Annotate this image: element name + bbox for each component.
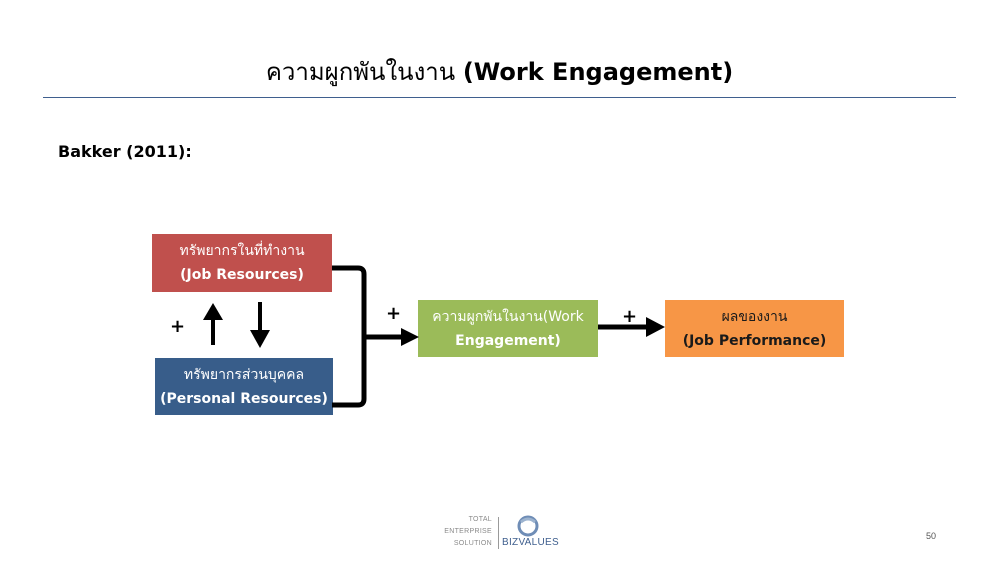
work-engagement-line1: ความผูกพันในงาน(Work [432,308,584,325]
bizvalues-logo-icon [517,515,539,537]
title-english: (Work Engagement) [462,58,734,86]
brand-name: BIZVALUES [502,537,559,548]
bracket-connector [332,265,367,408]
personal-resources-english: (Personal Resources) [160,390,328,407]
personal-resources-thai: ทรัพยากรส่วนบุคคล [183,366,305,383]
job-performance-thai: ผลของงาน [721,308,788,325]
down-arrow [250,302,270,348]
footer-divider [498,517,499,549]
plus-sign-bracket: + [386,303,402,324]
job-resources-english: (Job Resources) [180,267,304,283]
engagement-to-performance-arrow [598,317,665,337]
tagline-line2: ENTERPRISE [444,528,492,535]
work-engagement-line2: Engagement) [455,332,561,349]
plus-sign-right: + [622,306,638,327]
slide-title: ความผูกพันในงาน (Work Engagement) [0,55,999,89]
page-number: 50 [926,531,937,541]
plus-sign-left: + [170,316,186,337]
author-citation: Bakker (2011): [58,142,192,161]
job-performance-english: (Job Performance) [682,332,827,349]
tagline-line1: TOTAL [468,516,492,523]
work-engagement-box: ความผูกพันในงาน(Work Engagement) [418,300,598,357]
job-resources-box: ทรัพยากรในที่ทำงาน (Job Resources) [152,234,332,292]
tagline-line3: SOLUTION [453,540,492,547]
up-arrow [203,303,223,345]
personal-resources-box: ทรัพยากรส่วนบุคคล (Personal Resources) [155,358,333,415]
bracket-arrow [364,328,419,346]
footer-tagline: TOTAL ENTERPRISE SOLUTION [430,514,492,550]
job-resources-thai: ทรัพยากรในที่ทำงาน [179,243,305,259]
title-divider [43,97,956,98]
job-performance-box: ผลของงาน (Job Performance) [665,300,844,357]
title-thai: ความผูกพันในงาน [265,58,456,86]
